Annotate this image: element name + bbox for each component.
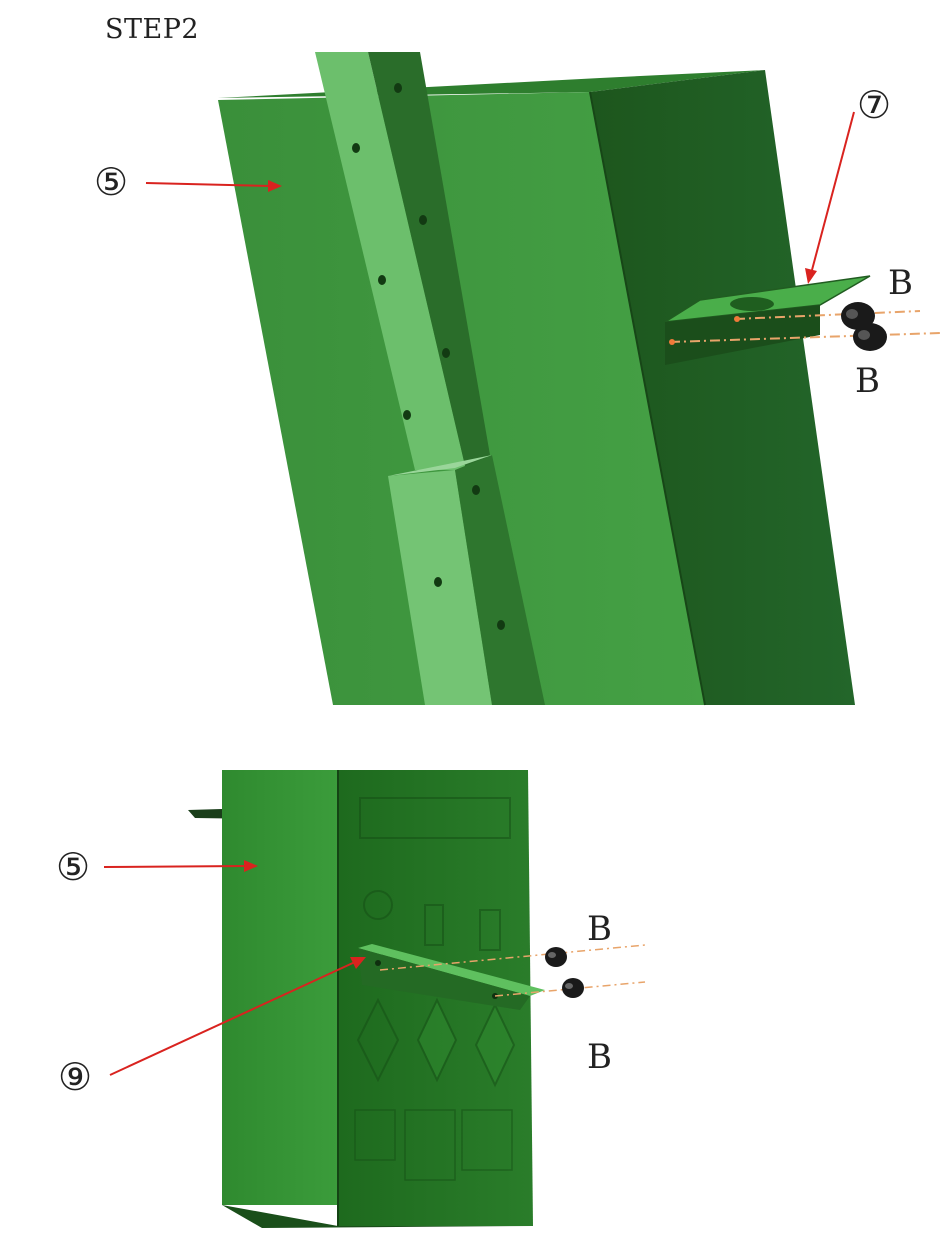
strip-holes	[352, 83, 505, 630]
bottom-screw-lower	[562, 978, 584, 998]
top-strip-dark	[368, 52, 490, 470]
bottom-bracket-top	[358, 944, 545, 996]
bottom-panel-callout: ⑤	[56, 845, 91, 889]
bottom-panel-front	[222, 770, 338, 1205]
top-screw-lower	[853, 323, 887, 351]
top-screw-upper	[841, 302, 875, 330]
bottom-panel-arrow	[103, 860, 258, 872]
top-bracket-flange	[665, 305, 820, 365]
bottom-screw-upper	[545, 947, 567, 967]
bottom-screw-label-upper: B	[587, 909, 612, 949]
top-screw-label-upper: B	[888, 263, 913, 303]
top-screw-guide-lower	[669, 332, 941, 343]
bottom-screw-guide-upper	[379, 944, 646, 971]
bottom-bracket-arrow	[109, 957, 366, 1076]
bottom-assembly	[103, 770, 646, 1228]
bottom-screw-label-lower: B	[587, 1037, 612, 1077]
bottom-strip-light	[388, 470, 492, 705]
top-screw-label-lower: B	[855, 361, 880, 401]
step-title: STEP2	[105, 14, 200, 45]
top-panel-callout: ⑤	[94, 160, 129, 204]
bottom-bracket-face	[358, 948, 530, 1010]
embossed-instructions	[354, 797, 516, 1181]
top-bracket-arrow	[805, 111, 855, 284]
top-screw-guide-upper	[734, 310, 921, 320]
top-strip-light	[315, 52, 466, 470]
top-bracket-callout: ⑦	[857, 83, 892, 127]
bottom-bracket-callout: ⑨	[58, 1055, 93, 1099]
bottom-panel-side	[338, 770, 533, 1226]
top-panel-arrow	[145, 180, 282, 192]
top-panel-side	[590, 70, 855, 705]
top-assembly	[145, 52, 941, 706]
bottom-strip-dark	[455, 455, 545, 705]
